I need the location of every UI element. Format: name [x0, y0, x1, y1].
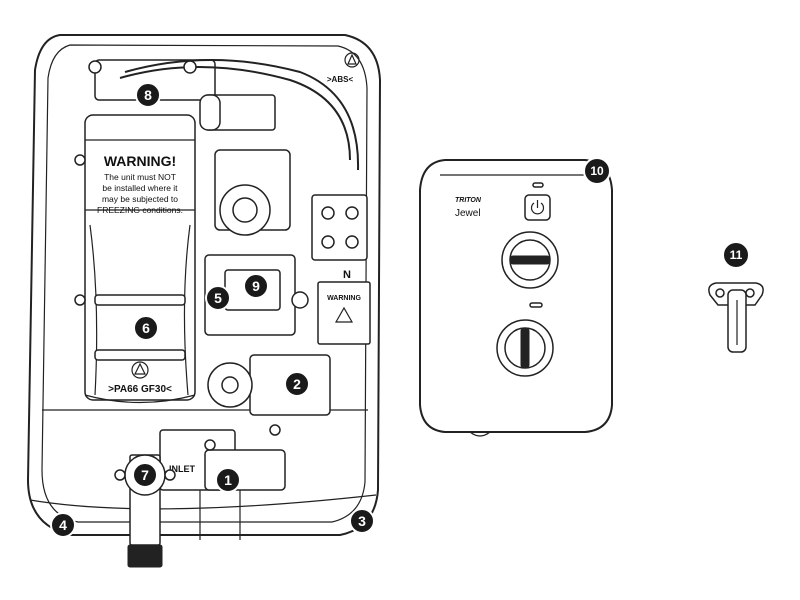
- svg-text:5: 5: [214, 290, 222, 306]
- brand-model: Jewel: [455, 208, 481, 219]
- svg-text:4: 4: [59, 517, 67, 533]
- temperature-dial: [501, 231, 559, 289]
- svg-text:2: 2: [293, 376, 301, 392]
- callout-7: 7: [132, 462, 158, 488]
- brand-maker: TRITON: [455, 197, 482, 204]
- power-icon: [530, 200, 545, 215]
- callout-10: 10: [583, 157, 611, 185]
- svg-text:8: 8: [144, 87, 152, 103]
- wall-bracket: [708, 282, 764, 353]
- warning-line-2: be installed where it: [102, 183, 178, 193]
- inlet-label: INLET: [169, 464, 196, 474]
- terminal-block: N: [311, 194, 368, 281]
- svg-text:9: 9: [252, 278, 260, 294]
- terminal-neutral-label: N: [343, 269, 351, 281]
- callout-5: 5: [205, 285, 231, 311]
- callout-11: 11: [722, 241, 750, 269]
- callout-4: 4: [50, 512, 76, 538]
- svg-text:1: 1: [224, 472, 232, 488]
- heater-material-mark: >PA66 GF30<: [108, 384, 172, 395]
- recycle-icon: [344, 52, 360, 68]
- warning-line-3: may be subjected to: [102, 194, 178, 204]
- callout-9: 9: [243, 273, 269, 299]
- casing-material-mark: >ABS<: [327, 75, 354, 84]
- flow-dial: [496, 319, 554, 377]
- svg-text:11: 11: [730, 248, 743, 262]
- callout-8: 8: [135, 82, 161, 108]
- svg-text:6: 6: [142, 320, 150, 336]
- svg-text:7: 7: [141, 467, 149, 483]
- heater-can: [84, 114, 196, 404]
- warning-title: WARNING!: [104, 153, 176, 169]
- warning-plate: WARNING: [317, 281, 371, 345]
- callout-3: 3: [349, 508, 375, 534]
- callout-1: 1: [215, 467, 241, 493]
- svg-text:3: 3: [358, 513, 366, 529]
- callout-2: 2: [284, 371, 310, 397]
- recycle-icon: [131, 361, 149, 379]
- front-cover: TRITON Jewel: [419, 159, 613, 437]
- warning-line-1: The unit must NOT: [104, 172, 176, 182]
- shower-unit-open: WARNING! The unit must NOT be installed …: [26, 34, 382, 568]
- svg-text:WARNING: WARNING: [327, 295, 361, 302]
- svg-text:10: 10: [590, 164, 604, 178]
- warning-line-4: FREEZING conditions.: [97, 205, 183, 215]
- callout-6: 6: [133, 315, 159, 341]
